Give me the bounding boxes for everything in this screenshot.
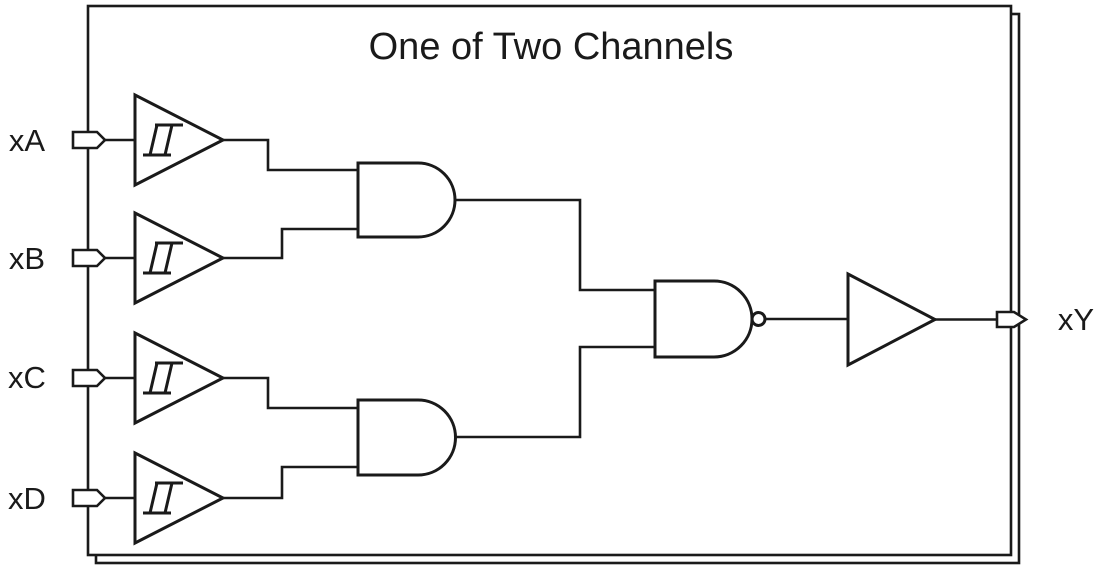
channel-box (86, 4, 1013, 557)
input-label-xd: xD (8, 481, 46, 516)
input-label-xa: xA (9, 123, 46, 158)
output-pin-xy-icon (995, 310, 1029, 329)
and-gate-top-icon (356, 161, 457, 239)
schmitt-trigger-xd-icon (133, 450, 227, 546)
schmitt-trigger-xc-icon (133, 330, 227, 426)
input-pin-xc-icon (71, 368, 107, 388)
wire-schmitt-a-to-and1 (223, 138, 358, 172)
and-gate-bottom-icon (356, 398, 457, 477)
input-pin-xd-icon (71, 488, 107, 508)
nand-gate-icon (653, 279, 767, 359)
wire-and2-to-nand (455, 345, 655, 439)
input-pin-xb-icon (71, 248, 107, 268)
wire-schmitt-c-to-and2 (223, 376, 358, 410)
output-buffer-icon (846, 271, 939, 368)
wire-and1-to-nand (455, 198, 655, 292)
wire-schmitt-d-to-and2 (223, 465, 358, 500)
input-label-xb: xB (9, 241, 45, 276)
schmitt-trigger-xb-icon (133, 210, 227, 306)
output-label-xy: xY (1058, 302, 1094, 337)
inverter-bubble-icon (750, 311, 767, 327)
input-label-xc: xC (8, 360, 46, 395)
schmitt-trigger-xa-icon (133, 92, 227, 188)
diagram-title: One of Two Channels (369, 26, 734, 68)
input-pin-xa-icon (71, 130, 107, 150)
wire-schmitt-b-to-and1 (223, 227, 358, 260)
